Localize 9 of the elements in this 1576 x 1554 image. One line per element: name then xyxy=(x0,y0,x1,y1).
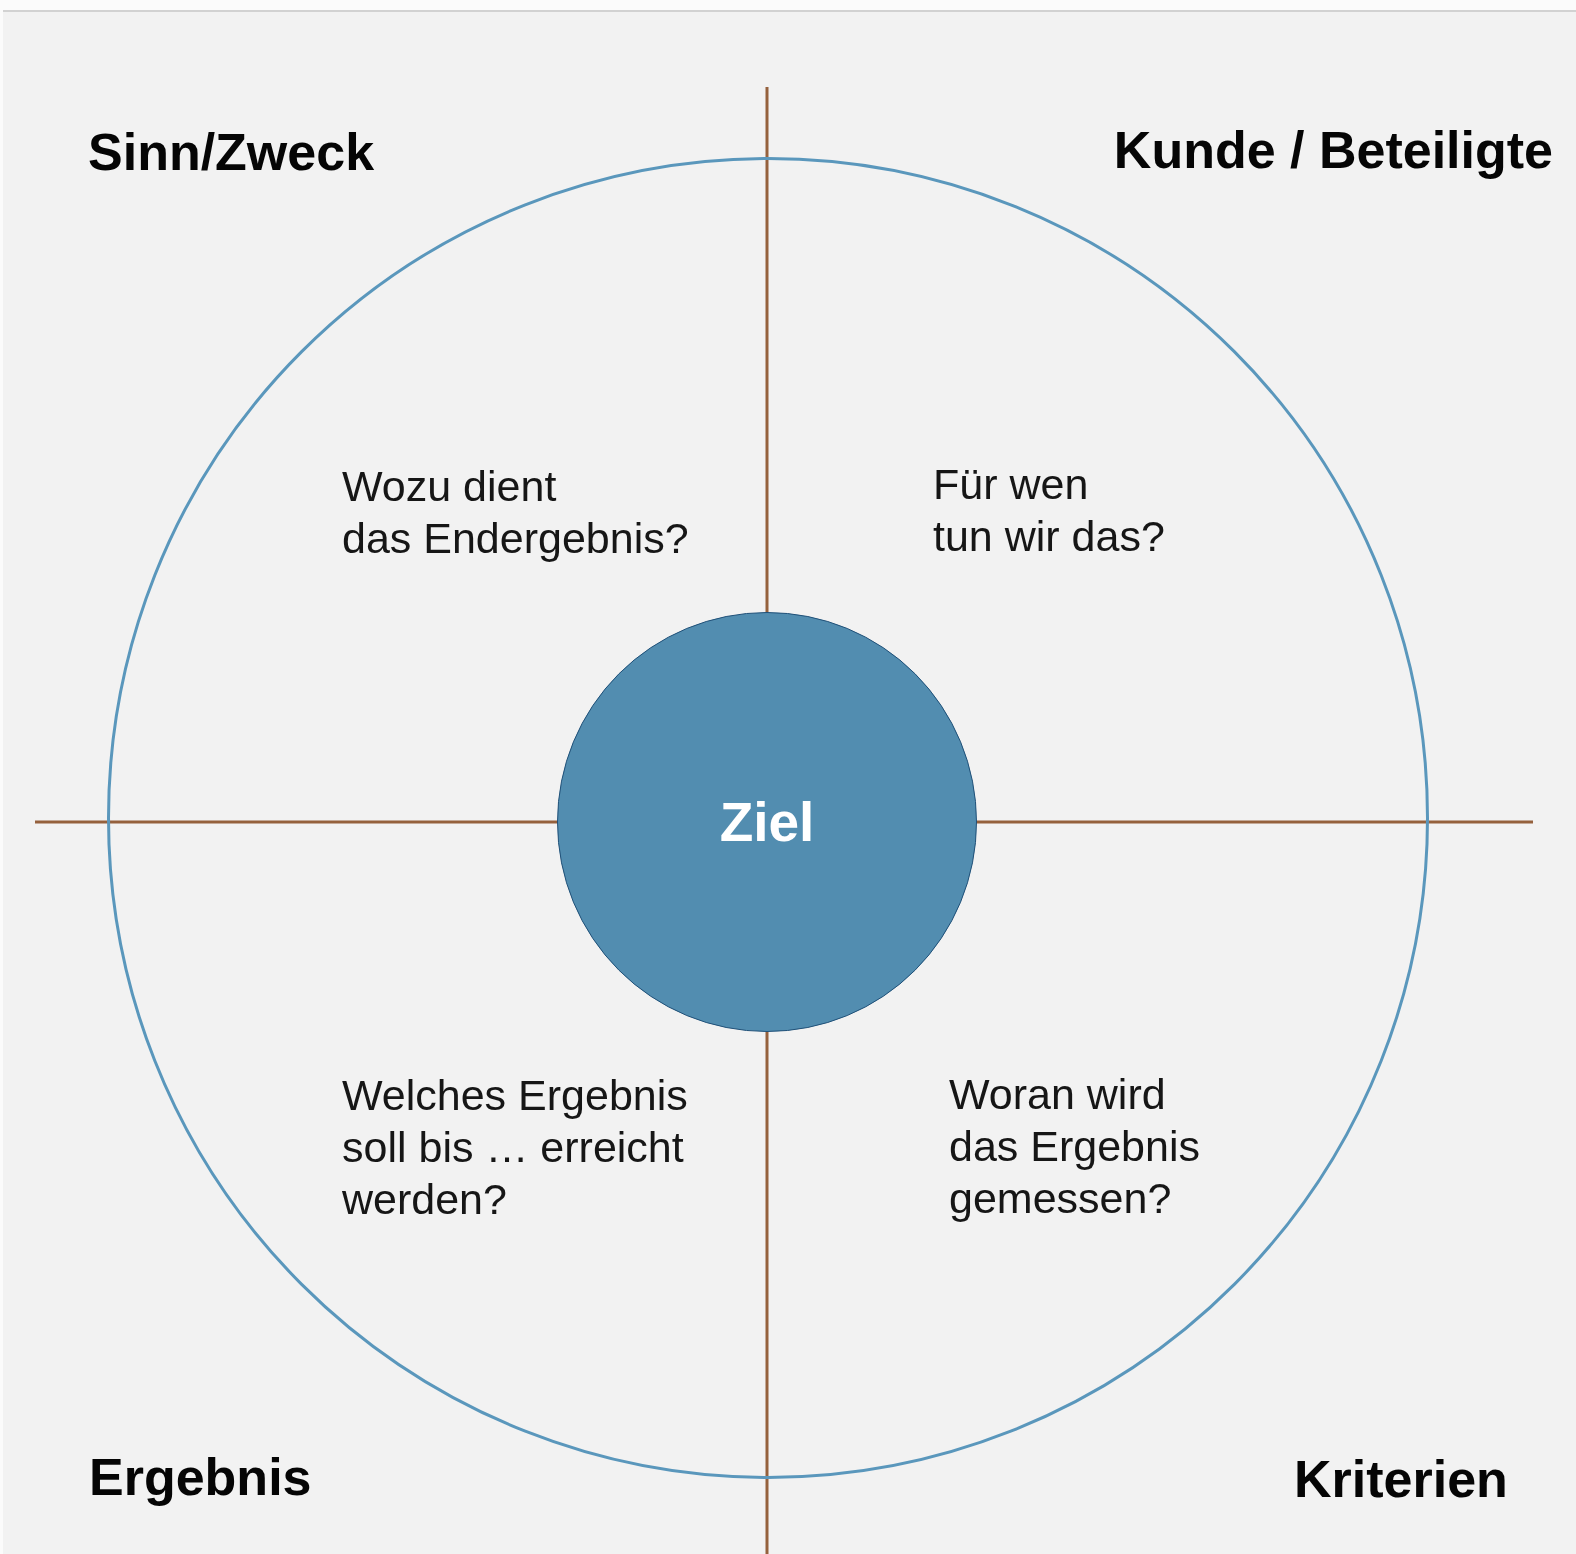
question-text: Woran wird das Ergebnis gemessen? xyxy=(949,1069,1200,1224)
question-text: Wozu dient das Endergebnis? xyxy=(342,461,689,564)
node-label: Ziel xyxy=(719,790,815,854)
quadrant-heading: Sinn/Zweck xyxy=(88,122,375,182)
quadrant-heading: Ergebnis xyxy=(89,1447,312,1507)
quadrant-heading: Kriterien xyxy=(1294,1449,1508,1509)
question-text: Für wen tun wir das? xyxy=(933,459,1165,562)
quadrant-heading: Kunde / Beteiligte xyxy=(1113,120,1553,180)
question-text: Welches Ergebnis soll bis … erreicht werden? xyxy=(342,1070,688,1225)
